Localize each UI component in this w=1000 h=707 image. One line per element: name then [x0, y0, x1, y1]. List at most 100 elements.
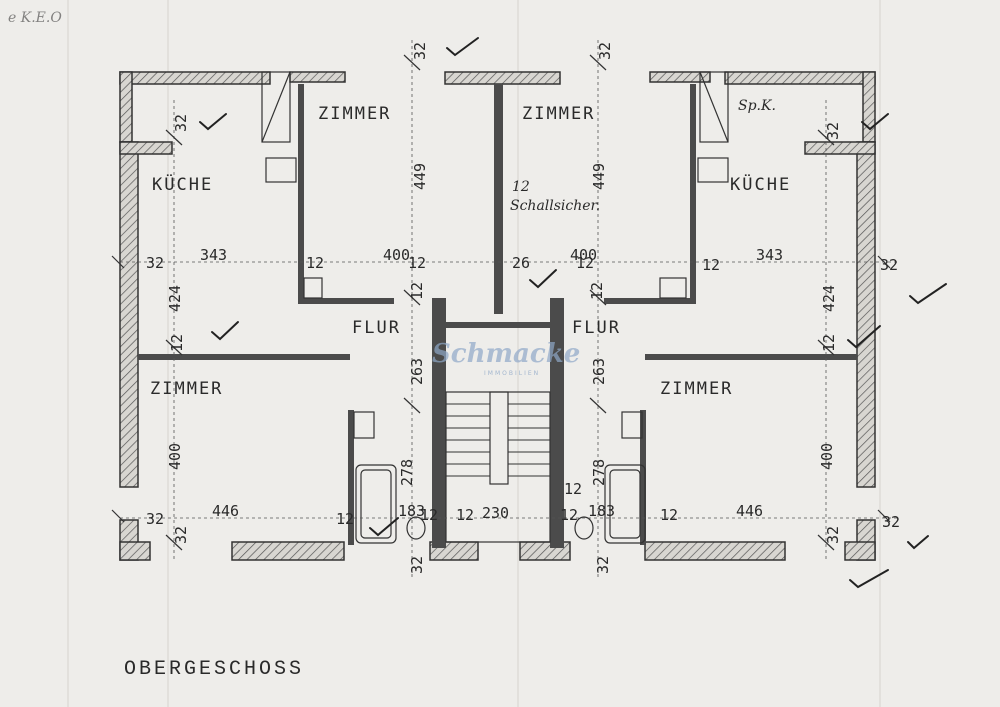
dim-32-bottom-1: 32: [146, 510, 164, 528]
room-kueche-left: KÜCHE: [152, 173, 213, 195]
wall-stair-top: [446, 322, 550, 328]
note-schallsicher: Schallsicher.: [510, 198, 600, 214]
wall-stair-left: [432, 298, 446, 548]
wall-bath-right: [640, 410, 646, 545]
plan-title: OBERGESCHOSS: [124, 658, 304, 681]
dim-278-left: 278: [398, 459, 416, 486]
dim-32-side-left: 32: [146, 254, 164, 272]
wall-top-right: [724, 71, 876, 85]
dim-26: 26: [512, 254, 530, 272]
dim-12-bottom-2: 12: [456, 506, 474, 524]
dim-400-right: 400: [570, 246, 597, 264]
dim-343-right: 343: [756, 246, 783, 264]
dim-12-bottom-6: 12: [560, 506, 578, 524]
outer-walls: [119, 71, 876, 561]
wall-center-divider: [494, 84, 503, 314]
dim-12-bottom-5: 12: [420, 506, 438, 524]
shaft-right: [699, 71, 729, 143]
chimney-bath-right: [621, 411, 643, 439]
check-mark-10: [849, 569, 889, 589]
room-flur-right: FLUR: [572, 318, 621, 338]
check-mark-9: [907, 535, 929, 550]
dim-230: 230: [482, 504, 509, 522]
dim-424-left: 424: [166, 285, 184, 312]
watermark-subtitle: IMMOBILIEN: [484, 370, 540, 377]
wall-top-left-2: [289, 71, 346, 83]
bathtub-left: [355, 464, 397, 544]
room-flur-left: FLUR: [352, 318, 401, 338]
wall-bath-left: [348, 410, 354, 545]
dim-32-bottom-4: 32: [594, 556, 612, 574]
stove-right: [697, 157, 729, 183]
dim-12-bottom-4: 12: [660, 506, 678, 524]
bathtub-left-inner: [360, 469, 392, 539]
dim-12-a: 12: [306, 254, 324, 272]
check-mark-2: [199, 113, 227, 131]
wall-zimmer-left-bottom: [304, 298, 394, 304]
check-marks: [199, 37, 947, 589]
chimney-left: [303, 277, 323, 299]
toilet-right: [574, 516, 594, 540]
dimension-guides: [120, 40, 900, 580]
wall-notch-left: [119, 141, 173, 155]
check-mark-8: [369, 517, 399, 537]
dim-400-bottom-right: 400: [818, 443, 836, 470]
wall-bot-2: [231, 541, 345, 561]
check-mark-1: [446, 37, 479, 57]
check-mark-4: [529, 269, 557, 289]
dim-400-bottom-left: 400: [166, 443, 184, 470]
wall-left-main: [119, 141, 139, 488]
dim-32-top-right: 32: [596, 42, 614, 60]
wall-kueche-left-bottom: [138, 354, 350, 360]
wall-inner-left-v: [298, 84, 304, 304]
wall-bot-5: [644, 541, 786, 561]
dim-32-kueche-left: 32: [172, 114, 190, 132]
dim-446-left: 446: [212, 502, 239, 520]
dim-183-right: 183: [588, 502, 615, 520]
wall-left-upper: [119, 71, 133, 143]
dim-32-side-right: 32: [880, 256, 898, 274]
dim-12-b: 12: [702, 256, 720, 274]
dim-278-right: 278: [590, 459, 608, 486]
dim-343-left: 343: [200, 246, 227, 264]
sanitary: [355, 464, 646, 544]
shaft-left: [261, 71, 291, 143]
staircase: [445, 391, 551, 543]
bathtub-right: [604, 464, 646, 544]
wall-notch-right: [804, 141, 876, 155]
dim-12-bottom-3: 12: [564, 480, 582, 498]
dim-32-bottom-2: 32: [172, 526, 190, 544]
stair-eye: [489, 391, 509, 485]
dim-32-top-left: 32: [411, 42, 429, 60]
wall-bot-1: [119, 541, 151, 561]
wall-right-upper: [862, 71, 876, 143]
wall-stair-right: [550, 298, 564, 548]
dim-183-left: 183: [398, 502, 425, 520]
dim-32-bottom-5: 32: [824, 526, 842, 544]
paper-lines: [67, 0, 881, 707]
dim-449-left: 449: [411, 163, 429, 190]
stove-left: [265, 157, 297, 183]
check-mark-6: [909, 283, 947, 305]
wall-top-right-2: [649, 71, 711, 83]
dim-12-h: 12: [820, 334, 838, 352]
dim-12-e: 12: [408, 282, 426, 300]
bathtub-right-inner: [609, 469, 641, 539]
internal-walls: [138, 84, 857, 548]
shafts: [261, 71, 729, 439]
dimension-ticks: [111, 54, 891, 551]
check-mark-3: [211, 321, 239, 341]
dim-263-left: 263: [408, 358, 426, 385]
room-zimmer-bottom-left: ZIMMER: [150, 379, 223, 399]
dim-32-kueche-right: 32: [824, 122, 842, 140]
chimney-right: [659, 277, 687, 299]
check-mark-7: [847, 325, 881, 349]
dim-12-c: 12: [408, 254, 426, 272]
chimney-bath-left: [353, 411, 375, 439]
wall-inner-right-v: [690, 84, 696, 304]
dim-400-left: 400: [383, 246, 410, 264]
dim-32-bottom-6: 32: [882, 513, 900, 531]
watermark-logo: Schmacke: [432, 339, 580, 369]
toilet-left: [406, 516, 426, 540]
